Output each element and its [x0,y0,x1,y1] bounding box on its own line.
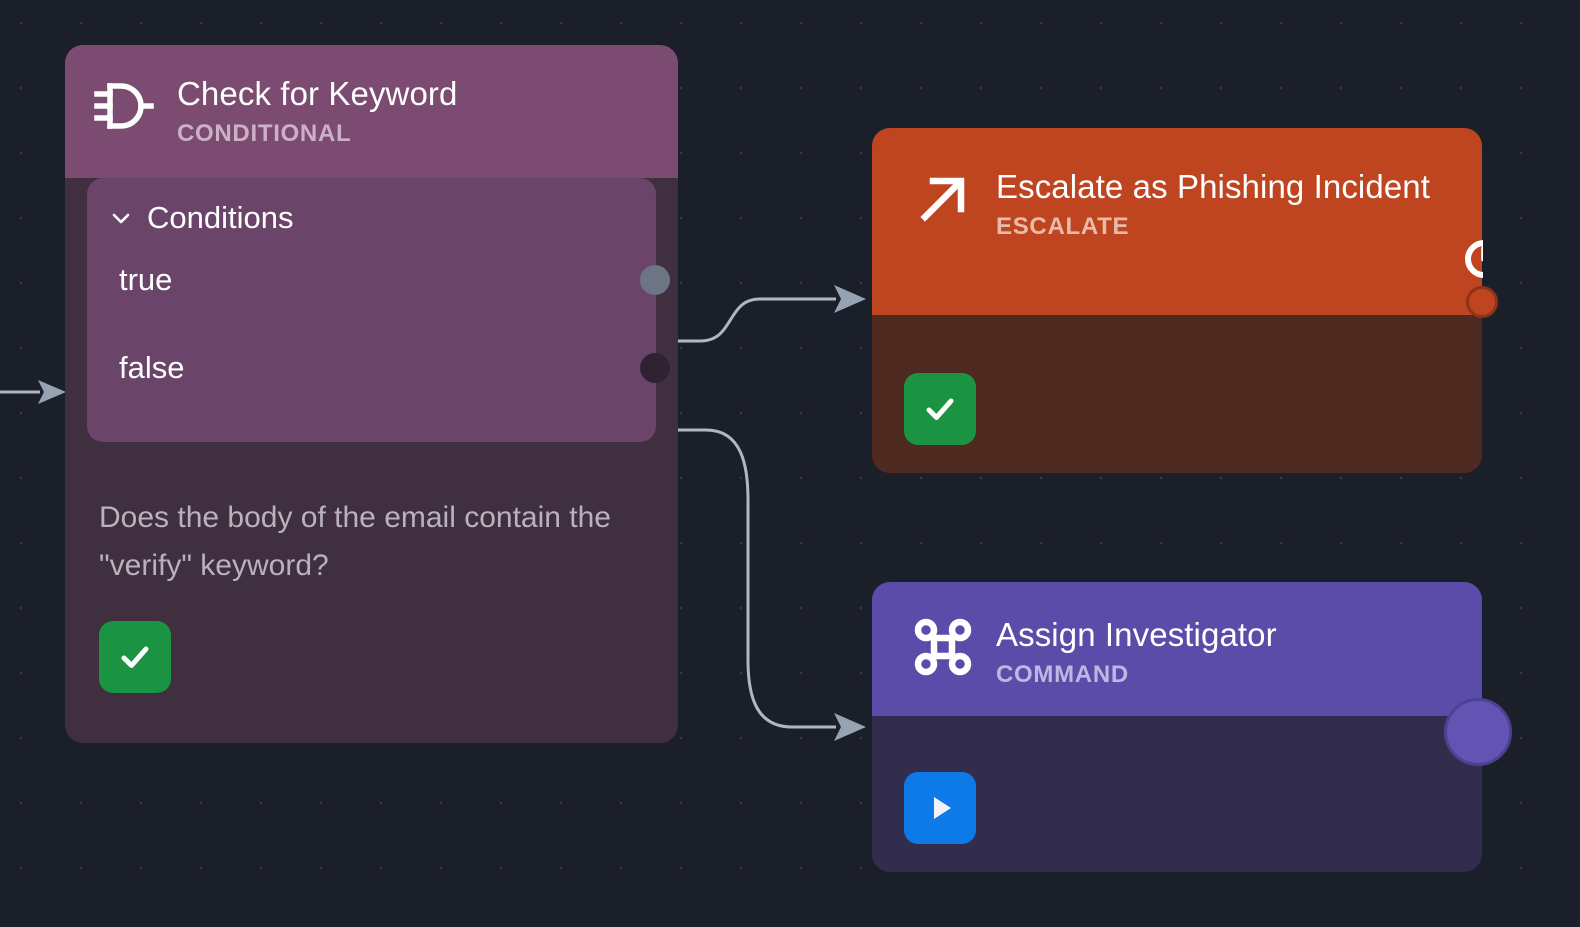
node-subtitle: COMMAND [996,660,1129,688]
node-check-for-keyword[interactable]: Check for Keyword CONDITIONAL Conditions… [65,45,678,743]
node-header-escalate[interactable]: Escalate as Phishing Incident ESCALATE [872,128,1482,315]
edge-incoming-to-conditional [0,380,66,404]
node-header-conditional[interactable]: Check for Keyword CONDITIONAL [65,45,678,178]
node-escalate-as-phishing-incident[interactable]: Escalate as Phishing Incident ESCALATE [872,128,1498,473]
node-header-command[interactable]: Assign Investigator COMMAND [872,582,1482,716]
play-icon [934,797,951,819]
status-button-run[interactable] [904,772,976,844]
command-icon [912,616,974,678]
conditions-label: Conditions [147,199,294,235]
node-description: Does the body of the email contain the "… [99,500,611,583]
condition-row-false[interactable]: false [87,324,670,412]
check-icon [926,398,954,420]
node-title: Assign Investigator [996,616,1277,653]
node-body-command [872,716,1482,872]
status-button-check[interactable] [99,621,171,694]
chevron-down-icon[interactable] [109,206,133,230]
output-port-false[interactable] [640,352,670,383]
status-button-check[interactable] [904,373,976,445]
output-port-true[interactable] [640,264,670,295]
conditions-panel[interactable]: Conditions true false [87,177,670,442]
node-subtitle: CONDITIONAL [177,119,352,147]
conditions-header[interactable]: Conditions [87,200,656,236]
output-port-escalate[interactable] [1466,286,1498,318]
node-subtitle: ESCALATE [996,212,1130,240]
clock-icon [1461,236,1483,282]
node-title: Escalate as Phishing Incident [996,168,1430,205]
check-icon [121,646,149,669]
logic-gate-icon [93,75,155,137]
node-assign-investigator[interactable]: Assign Investigator COMMAND [872,582,1512,872]
node-body-escalate [872,315,1482,473]
output-port-command[interactable] [1444,698,1512,766]
condition-row-true[interactable]: true [87,236,670,324]
node-title: Check for Keyword [177,75,458,112]
node-body-conditional: Does the body of the email contain the "… [65,442,678,743]
arrow-up-right-icon [912,168,974,230]
condition-label: false [119,349,185,385]
condition-label: true [119,261,173,297]
